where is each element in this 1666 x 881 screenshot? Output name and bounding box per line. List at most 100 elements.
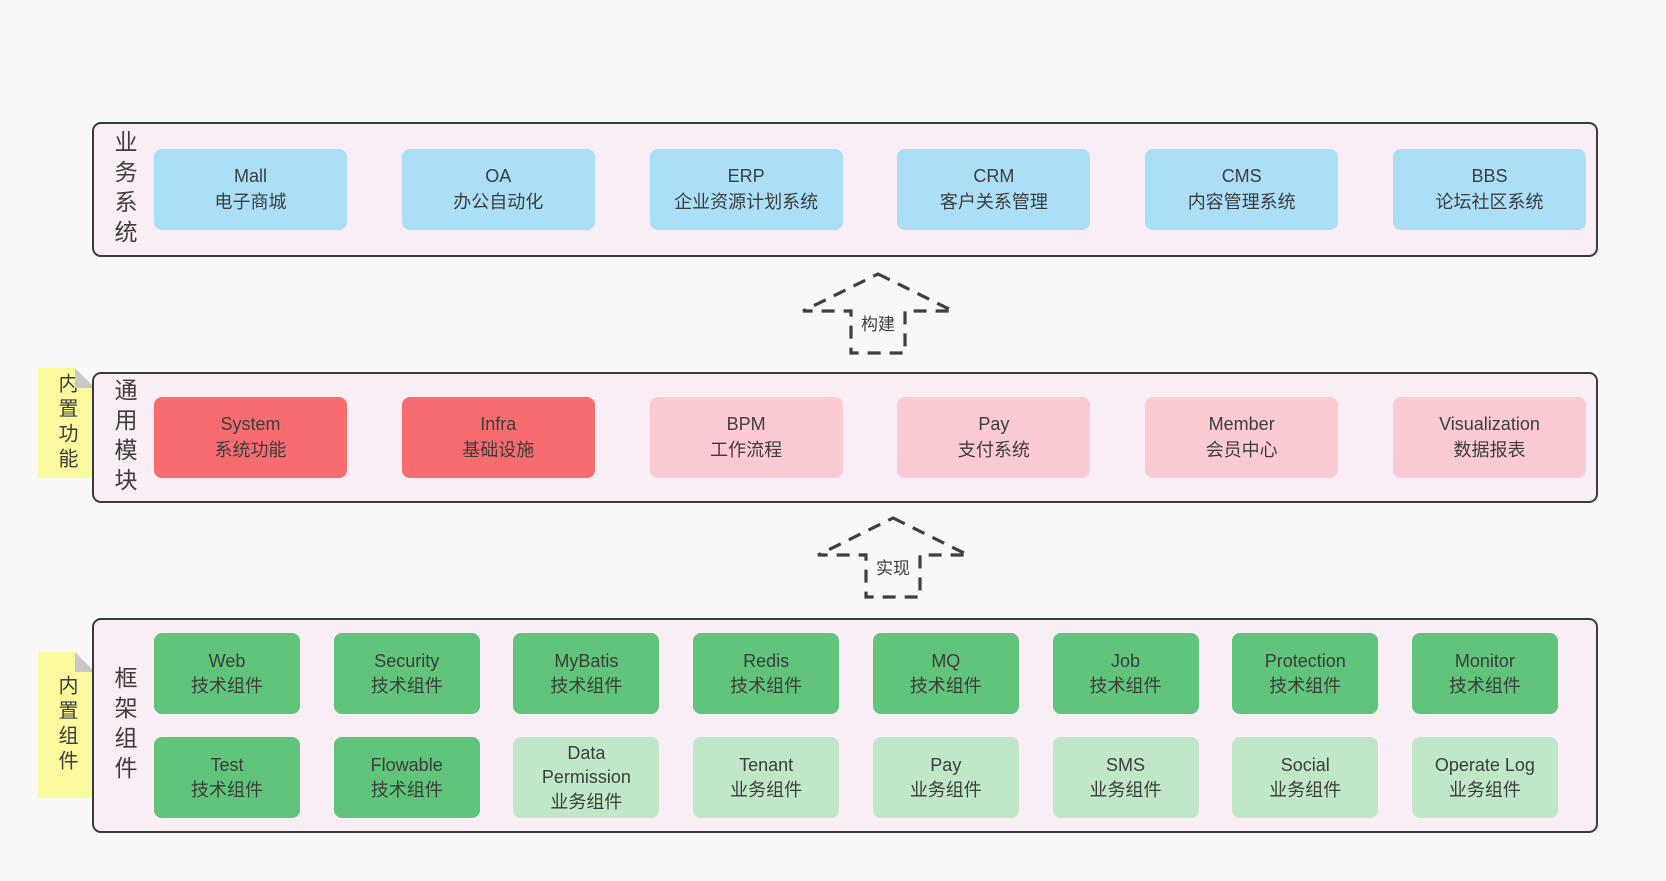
framework-row-1: Web 技术组件 Security 技术组件 MyBatis 技术组件 Redi… <box>154 633 1558 714</box>
module-box-row: System 系统功能 Infra 基础设施 BPM 工作流程 Pay 支付系统… <box>154 374 1596 501</box>
box-test: Test 技术组件 <box>154 737 300 818</box>
box-infra: Infra 基础设施 <box>401 397 595 478</box>
framework-box-rows: Web 技术组件 Security 技术组件 MyBatis 技术组件 Redi… <box>154 620 1596 831</box>
box-title: Infra <box>480 413 517 434</box>
box-bpm: BPM 工作流程 <box>649 397 843 478</box>
box-subtitle: 技术组件 <box>550 675 623 696</box>
section-label-column: 业务系统 <box>94 124 154 255</box>
section-label-modules: 通用模块 <box>111 377 137 498</box>
box-mybatis: MyBatis 技术组件 <box>513 633 660 714</box>
box-pay: Pay 支付系统 <box>897 397 1091 478</box>
box-title: Member <box>1208 413 1275 434</box>
box-redis: Redis 技术组件 <box>693 633 840 714</box>
box-title: Test <box>210 755 244 776</box>
sticky-note-built-in-components: 内置组件 <box>38 652 95 798</box>
box-visualization: Visualization 数据报表 <box>1392 397 1586 478</box>
box-cms: CMS 内容管理系统 <box>1145 149 1339 230</box>
dashed-up-arrow-icon <box>817 516 969 599</box>
box-subtitle: 内容管理系统 <box>1187 191 1296 212</box>
sticky-note-text: 内置组件 <box>55 675 77 775</box>
box-title: Social <box>1280 755 1330 776</box>
box-subtitle: 企业资源计划系统 <box>674 191 819 212</box>
section-label-business: 业务系统 <box>111 129 137 250</box>
box-title: OA <box>485 165 512 186</box>
box-subtitle: 系统功能 <box>214 439 287 460</box>
box-title: Tenant <box>739 755 794 776</box>
box-sms: SMS 业务组件 <box>1052 737 1199 818</box>
section-label-column: 框架组件 <box>94 620 154 831</box>
box-title: Data Permission <box>541 742 631 788</box>
box-subtitle: 技术组件 <box>1448 675 1521 696</box>
box-title: MQ <box>931 651 961 672</box>
box-job: Job 技术组件 <box>1052 633 1199 714</box>
box-title: System <box>220 413 281 434</box>
box-social: Social 业务组件 <box>1232 737 1379 818</box>
box-monitor: Monitor 技术组件 <box>1411 633 1558 714</box>
box-flowable: Flowable 技术组件 <box>333 737 480 818</box>
box-subtitle: 业务组件 <box>1089 779 1162 800</box>
box-title: MyBatis <box>554 651 619 672</box>
box-title: BPM <box>726 413 766 434</box>
box-title: Mall <box>233 165 267 186</box>
box-subtitle: 业务组件 <box>550 791 623 812</box>
box-title: Security <box>374 651 440 672</box>
box-subtitle: 客户关系管理 <box>939 191 1048 212</box>
framework-row-2: Test 技术组件 Flowable 技术组件 Data Permission … <box>154 737 1558 818</box>
box-title: CMS <box>1221 165 1262 186</box>
box-system: System 系统功能 <box>154 397 347 478</box>
box-title: Redis <box>743 651 790 672</box>
box-operate-log: Operate Log 业务组件 <box>1411 737 1558 818</box>
box-title: Flowable <box>370 755 443 776</box>
box-subtitle: 技术组件 <box>1089 675 1162 696</box>
box-title: CRM <box>973 165 1015 186</box>
box-title: Operate Log <box>1434 755 1535 776</box>
box-title: Visualization <box>1439 413 1540 434</box>
box-subtitle: 技术组件 <box>370 675 443 696</box>
box-subtitle: 业务组件 <box>730 779 803 800</box>
box-subtitle: 技术组件 <box>1269 675 1342 696</box>
box-subtitle: 电子商城 <box>214 191 287 212</box>
box-subtitle: 支付系统 <box>957 439 1030 460</box>
sticky-note-text: 内置功能 <box>55 373 77 473</box>
box-protection: Protection 技术组件 <box>1232 633 1379 714</box>
box-title: Job <box>1111 651 1141 672</box>
box-subtitle: 基础设施 <box>462 439 535 460</box>
box-security: Security 技术组件 <box>333 633 480 714</box>
box-pay-business: Pay 业务组件 <box>872 737 1019 818</box>
box-tenant: Tenant 业务组件 <box>693 737 840 818</box>
box-title: BBS <box>1471 165 1508 186</box>
section-framework-components: 框架组件 Web 技术组件 Security 技术组件 MyBatis 技术组件… <box>92 618 1598 833</box>
box-subtitle: 技术组件 <box>730 675 803 696</box>
box-subtitle: 技术组件 <box>191 779 263 800</box>
box-title: Pay <box>930 755 962 776</box>
box-title: Protection <box>1264 651 1346 672</box>
box-title: Monitor <box>1454 651 1515 672</box>
box-subtitle: 业务组件 <box>909 779 982 800</box>
box-title: Web <box>208 651 246 672</box>
box-mq: MQ 技术组件 <box>872 633 1019 714</box>
box-subtitle: 业务组件 <box>1448 779 1521 800</box>
section-common-modules: 通用模块 System 系统功能 Infra 基础设施 BPM 工作流程 Pay… <box>92 372 1598 503</box>
box-subtitle: 技术组件 <box>191 675 263 696</box>
section-label-column: 通用模块 <box>94 374 154 501</box>
box-subtitle: 技术组件 <box>370 779 443 800</box>
sticky-note-built-in-features: 内置功能 <box>38 368 95 478</box>
box-subtitle: 工作流程 <box>710 439 783 460</box>
box-data-permission: Data Permission 业务组件 <box>513 737 660 818</box>
box-subtitle: 会员中心 <box>1205 439 1278 460</box>
box-title: ERP <box>727 165 765 186</box>
dashed-up-arrow-icon <box>802 272 954 355</box>
arrow-implement: 实现 <box>815 515 971 601</box>
box-subtitle: 数据报表 <box>1453 439 1526 460</box>
box-subtitle: 论坛社区系统 <box>1435 191 1544 212</box>
box-erp: ERP 企业资源计划系统 <box>649 149 843 230</box>
box-web: Web 技术组件 <box>154 633 300 714</box>
box-crm: CRM 客户关系管理 <box>897 149 1091 230</box>
business-box-row: Mall 电子商城 OA 办公自动化 ERP 企业资源计划系统 CRM 客户关系… <box>154 124 1596 255</box>
box-oa: OA 办公自动化 <box>401 149 595 230</box>
arrow-label-build: 构建 <box>858 310 898 335</box>
box-subtitle: 技术组件 <box>909 675 982 696</box>
box-bbs: BBS 论坛社区系统 <box>1392 149 1586 230</box>
box-subtitle: 办公自动化 <box>453 191 544 212</box>
box-title: Pay <box>978 413 1010 434</box>
